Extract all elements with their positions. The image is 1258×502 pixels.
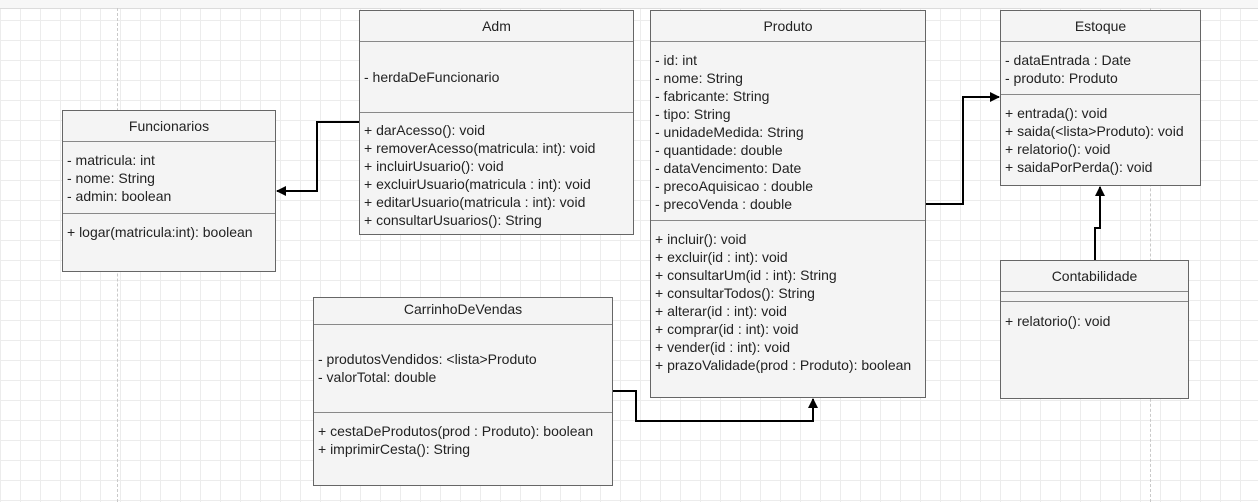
attribute: - matricula: int (67, 152, 155, 168)
method: + excluirUsuario(matricula : int): void (364, 176, 591, 192)
method: + excluir(id : int): void (655, 249, 788, 265)
method: + prazoValidade(prod : Produto): boolean (655, 357, 912, 373)
attribute: - quantidade: double (655, 142, 783, 158)
attribute: - id: int (655, 52, 698, 68)
method: + saidaPorPerda(): void (1005, 159, 1153, 175)
class-estoque[interactable]: Estoque - dataEntrada : Date - produto: … (1000, 10, 1201, 186)
methods-section: + relatorio(): void (1001, 302, 1188, 330)
method: + comprar(id : int): void (655, 321, 799, 337)
class-produto[interactable]: Produto - id: int - nome: String - fabri… (650, 10, 926, 398)
method: + imprimirCesta(): String (318, 441, 471, 457)
class-name: Adm (360, 11, 633, 42)
method: + relatorio(): void (1005, 313, 1111, 329)
attributes-section: - dataEntrada : Date - produto: Produto (1001, 42, 1200, 95)
attribute: - valorTotal: double (318, 369, 437, 385)
class-contabilidade[interactable]: Contabilidade + relatorio(): void (1000, 260, 1189, 399)
attributes-section: - id: int - nome: String - fabricante: S… (651, 42, 925, 221)
class-name: Estoque (1001, 11, 1200, 42)
attribute: - dataEntrada : Date (1005, 52, 1132, 68)
method: + editarUsuario(matricula : int): void (364, 194, 586, 210)
method: + incluir(): void (655, 231, 747, 247)
method: + entrada(): void (1005, 105, 1108, 121)
method: + logar(matricula:int): boolean (67, 224, 253, 240)
class-name: Produto (651, 11, 925, 42)
association-adm-funcionarios[interactable] (276, 121, 359, 196)
attribute: - produtosVendidos: <lista>Produto (318, 351, 537, 367)
methods-section: + cestaDeProdutos(prod : Produto): boole… (314, 413, 612, 458)
attributes-section: - herdaDeFuncionario (360, 42, 633, 113)
methods-section: + darAcesso(): void + removerAcesso(matr… (360, 113, 633, 229)
attribute: - nome: String (67, 170, 155, 186)
attributes-section (1001, 292, 1188, 302)
methods-section: + incluir(): void + excluir(id : int): v… (651, 221, 925, 374)
association-carrinho-produto[interactable] (613, 390, 818, 422)
class-name: Contabilidade (1001, 261, 1188, 292)
method: + consultarUm(id : int): String (655, 267, 837, 283)
attribute: - nome: String (655, 70, 743, 86)
method: + removerAcesso(matricula: int): void (364, 140, 596, 156)
methods-section: + logar(matricula:int): boolean (63, 214, 275, 241)
page-guide-line (1150, 8, 1151, 502)
attribute: - tipo: String (655, 106, 731, 122)
association-produto-estoque[interactable] (926, 92, 1000, 205)
association-contabilidade-estoque[interactable] (1094, 186, 1105, 260)
method: + relatorio(): void (1005, 141, 1111, 157)
attribute: - admin: boolean (67, 188, 172, 204)
method: + darAcesso(): void (364, 122, 485, 138)
class-carrinho-de-vendas[interactable]: CarrinhoDeVendas - produtosVendidos: <li… (313, 297, 613, 486)
method: + consultarUsuarios(): String (364, 212, 542, 228)
attribute: - herdaDeFuncionario (364, 69, 500, 85)
methods-section: + entrada(): void + saida(<lista>Produto… (1001, 95, 1200, 176)
method: + alterar(id : int): void (655, 303, 787, 319)
class-name: CarrinhoDeVendas (314, 298, 612, 325)
method: + vender(id : int): void (655, 339, 791, 355)
attribute: - precoAquisicao : double (655, 178, 813, 194)
method: + incluirUsuario(): void (364, 158, 504, 174)
method: + cestaDeProdutos(prod : Produto): boole… (318, 423, 594, 439)
class-name: Funcionarios (63, 111, 275, 142)
canvas-top-bar (0, 0, 1258, 9)
attribute: - dataVencimento: Date (655, 160, 802, 176)
attribute: - produto: Produto (1005, 70, 1118, 86)
attribute: - precoVenda : double (655, 196, 792, 212)
attributes-section: - produtosVendidos: <lista>Produto - val… (314, 325, 612, 413)
attribute: - unidadeMedida: String (655, 124, 804, 140)
class-funcionarios[interactable]: Funcionarios - matricula: int - nome: St… (62, 110, 276, 272)
method: + saida(<lista>Produto): void (1005, 123, 1184, 139)
method: + consultarTodos(): String (655, 285, 815, 301)
attribute: - fabricante: String (655, 88, 770, 104)
attributes-section: - matricula: int - nome: String - admin:… (63, 142, 275, 214)
class-adm[interactable]: Adm - herdaDeFuncionario + darAcesso(): … (359, 10, 634, 235)
